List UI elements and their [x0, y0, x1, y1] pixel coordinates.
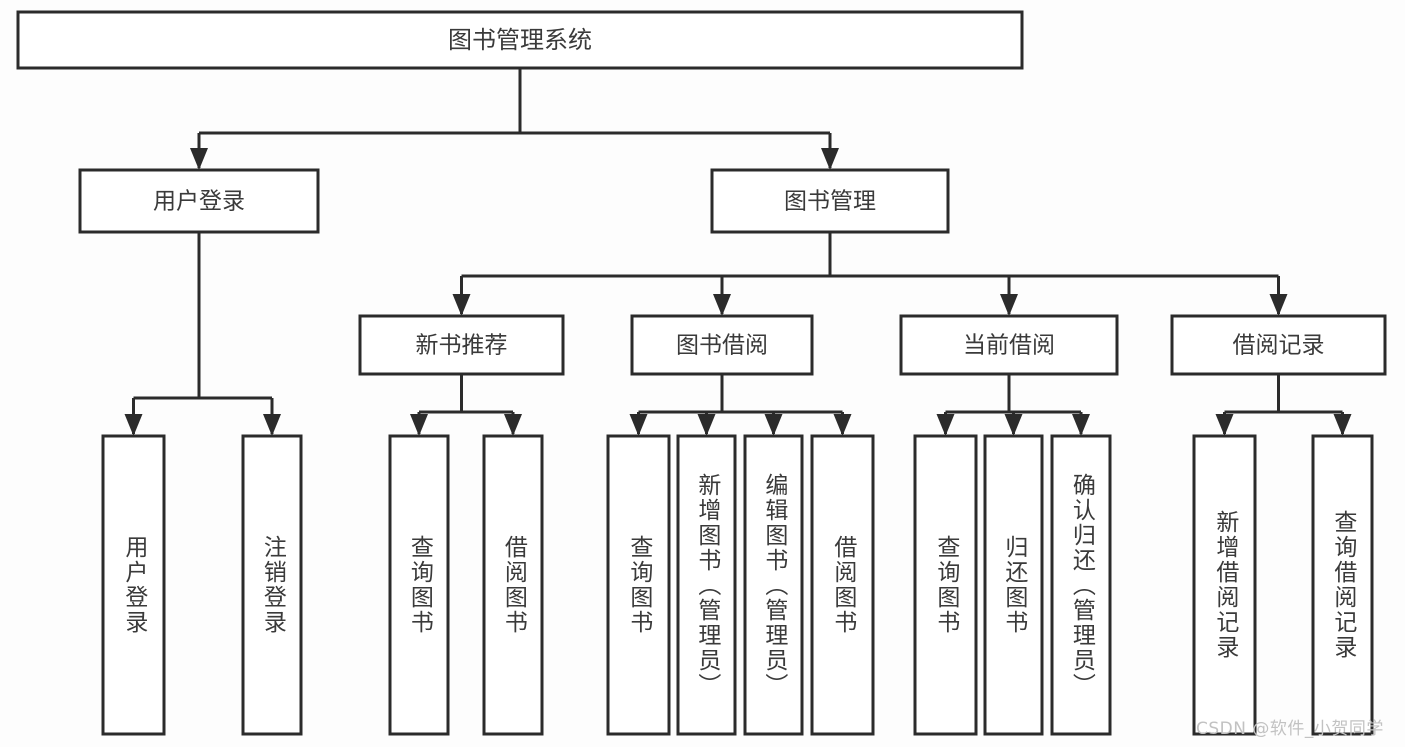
leaf-query-book-3-box[interactable] — [913, 434, 978, 736]
leaf-arrow-icon — [504, 414, 522, 436]
level2-user-login-box[interactable] — [78, 168, 320, 234]
leaf-return-book-box[interactable] — [983, 434, 1044, 736]
level2-book-manage-box[interactable] — [710, 168, 950, 234]
leaf-query-record-box[interactable] — [1311, 434, 1374, 736]
leaf-arrow-icon — [410, 414, 428, 436]
level2-arrow-icon — [190, 148, 208, 170]
level3-arrow-icon — [452, 294, 471, 316]
level3-borrow-record-box[interactable] — [1170, 314, 1387, 376]
leaf-arrow-icon — [764, 414, 783, 436]
leaf-arrow-icon — [1004, 414, 1023, 436]
leaf-arrow-icon — [124, 414, 143, 436]
leaf-arrow-icon — [697, 414, 716, 436]
level3-borrow-record-label: 借阅记录 — [1233, 333, 1325, 359]
level2-arrow-icon — [821, 148, 839, 170]
leaf-borrow-book-1-box[interactable] — [482, 434, 544, 736]
level3-arrow-icon — [713, 294, 731, 316]
level3-new-book-rec-box[interactable] — [358, 314, 565, 376]
leaf-borrow-book-2-box[interactable] — [810, 434, 875, 736]
leaf-arrow-icon — [1333, 414, 1352, 436]
leaf-add-record-box[interactable] — [1192, 434, 1257, 736]
leaf-arrow-icon — [1215, 414, 1234, 436]
leaf-arrow-icon — [629, 414, 648, 436]
level3-current-borrow-label: 当前借阅 — [963, 333, 1055, 359]
leaf-add-book-box[interactable] — [676, 434, 737, 736]
root-node-box[interactable] — [16, 10, 1024, 70]
connector-layer — [124, 68, 1352, 436]
leaf-arrow-icon — [263, 414, 281, 436]
leaf-arrow-icon — [833, 414, 852, 436]
leaf-query-book-2-box[interactable] — [606, 434, 671, 736]
level3-new-book-rec-label: 新书推荐 — [416, 333, 508, 359]
leaf-user-logout-box[interactable] — [241, 434, 303, 736]
level2-book-manage-label: 图书管理 — [784, 189, 876, 215]
level2-user-login-label: 用户登录 — [153, 189, 245, 215]
leaf-edit-book-box[interactable] — [743, 434, 804, 736]
level3-book-borrow-label: 图书借阅 — [676, 333, 768, 359]
leaf-arrow-icon — [1072, 414, 1090, 436]
level3-current-borrow-box[interactable] — [899, 314, 1119, 376]
level3-arrow-icon — [1000, 294, 1018, 316]
leaf-query-book-1-box[interactable] — [388, 434, 450, 736]
leaf-user-login-box[interactable] — [101, 434, 166, 736]
level3-arrow-icon — [1269, 294, 1288, 316]
csdn-watermark: CSDN @软件_小贺同学 — [1196, 719, 1384, 739]
root-node-label: 图书管理系统 — [448, 26, 592, 54]
leaf-arrow-icon — [936, 414, 955, 436]
level3-book-borrow-box[interactable] — [630, 314, 814, 376]
leaf-confirm-return-box[interactable] — [1050, 434, 1112, 736]
node-box-layer — [16, 10, 1387, 736]
